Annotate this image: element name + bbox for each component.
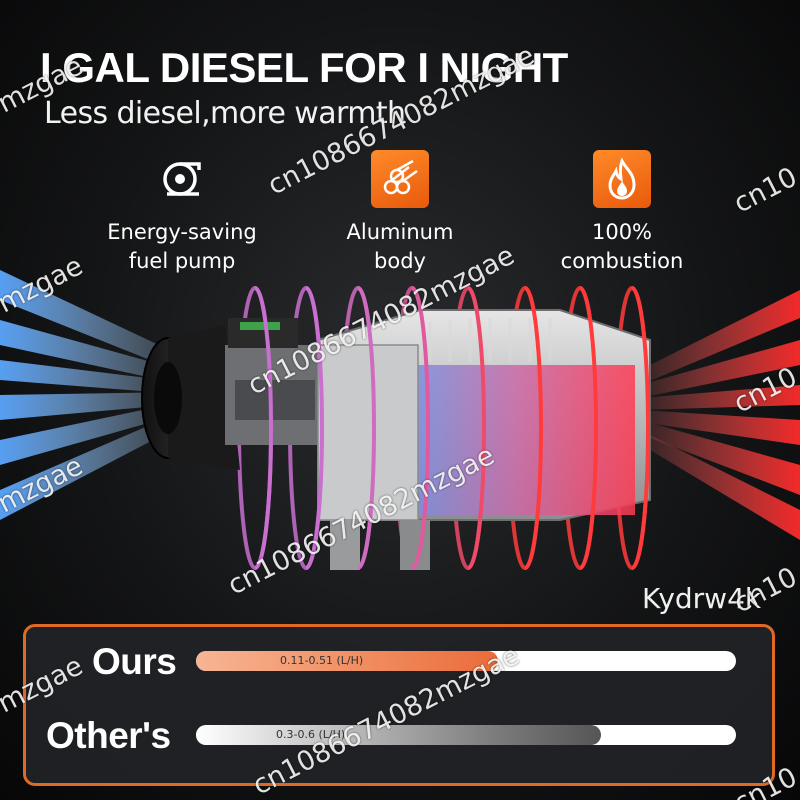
feature-label: 100% combustion xyxy=(522,218,722,276)
ours-bar: 0.11-0.51 (L/H) xyxy=(196,651,736,671)
feature-line: combustion xyxy=(560,249,684,273)
brand-name: Kydrw4k xyxy=(642,582,762,615)
feature-line: fuel pump xyxy=(128,249,236,273)
ours-value: 0.11-0.51 (L/H) xyxy=(280,654,364,667)
heat-rings-front xyxy=(254,286,650,570)
feature-fuel-pump: Energy-saving fuel pump xyxy=(82,150,282,276)
others-label: Other's xyxy=(46,715,171,756)
feature-label: Aluminum body xyxy=(300,218,500,276)
aluminum-bars-icon xyxy=(371,150,429,208)
feature-line: Energy-saving xyxy=(107,220,257,244)
ours-label: Ours xyxy=(92,641,177,682)
feature-combustion: 100% combustion xyxy=(522,150,722,276)
headline: I GAL DIESEL FOR I NIGHT xyxy=(40,44,568,91)
feature-label: Energy-saving fuel pump xyxy=(82,218,282,276)
subheadline: Less diesel,more warmth xyxy=(44,96,406,131)
consumption-comparison: Ours 0.11-0.51 (L/H) Other's 0.3-0.6 (L/… xyxy=(23,624,775,786)
feature-line: body xyxy=(374,249,426,273)
feature-line: 100% xyxy=(591,220,653,244)
others-bar: 0.3-0.6 (L/H) xyxy=(196,725,736,745)
flame-icon xyxy=(593,150,651,208)
others-bar-fill xyxy=(196,725,601,745)
feature-line: Aluminum xyxy=(346,220,454,244)
motor-section xyxy=(225,318,325,445)
feature-aluminum-body: Aluminum body xyxy=(300,150,500,276)
fuel-pump-icon xyxy=(153,150,211,208)
fan-inlet xyxy=(141,325,240,470)
hot-airflow xyxy=(640,290,800,540)
cold-airflow xyxy=(0,270,180,520)
others-value: 0.3-0.6 (L/H) xyxy=(276,728,346,741)
ours-bar-fill xyxy=(196,651,499,671)
